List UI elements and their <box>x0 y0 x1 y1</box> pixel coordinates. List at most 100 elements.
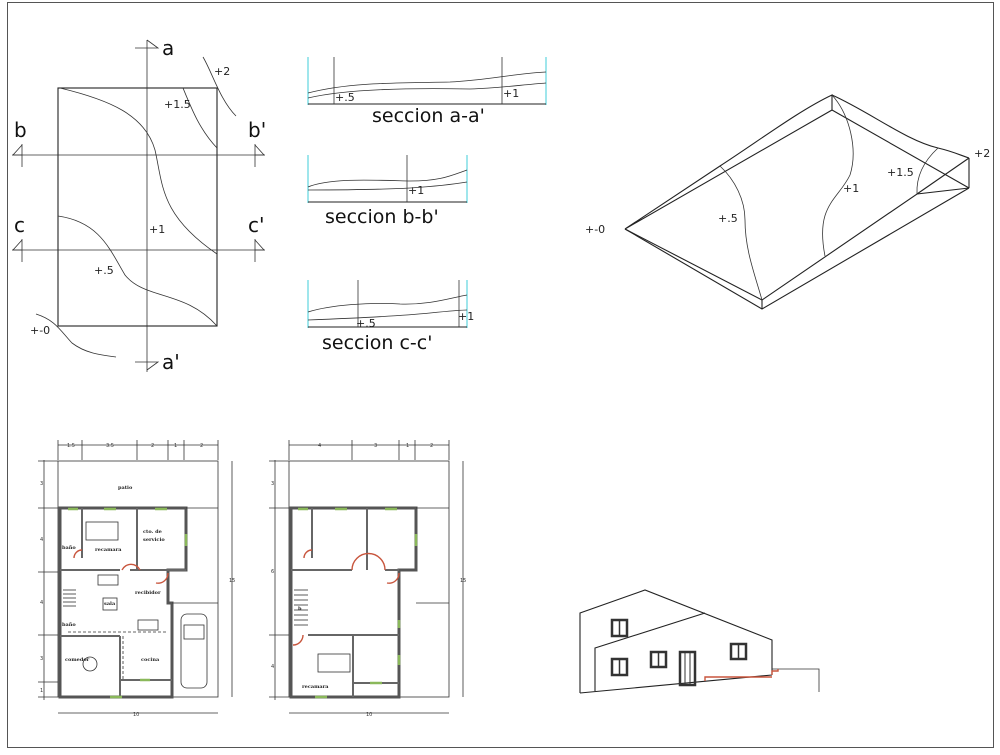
section-b-bottom-profile <box>307 181 468 191</box>
uf-dim-bottom: 10 <box>366 712 372 718</box>
gf-exterior-walls <box>58 506 188 699</box>
elevation-ground-line <box>579 674 773 694</box>
gf-dim-left-5: 1 <box>40 688 43 694</box>
uf-dim-left-ticks <box>269 460 289 698</box>
section-c: +.5 +1 seccion c-c' <box>307 280 474 354</box>
section-a-mark-1: +.5 <box>335 91 355 104</box>
gf-dim-top-ticks <box>57 440 219 460</box>
gf-dim-left-ticks <box>38 460 58 698</box>
section-c-mark-2: +1 <box>458 310 474 323</box>
gf-label-servicio-1: cto. de <box>143 529 162 535</box>
contour-plus-5 <box>57 215 218 327</box>
gf-door-1 <box>121 563 141 571</box>
gf-stairs <box>63 589 76 607</box>
elevation-door <box>678 650 697 687</box>
uf-dim-top-3: 1 <box>406 443 409 449</box>
contour-label-plus1-5: +1.5 <box>164 98 191 111</box>
gf-label-bano-2: baño <box>62 621 76 628</box>
uf-dim-right: 15 <box>460 578 466 584</box>
gf-door-3 <box>155 572 169 584</box>
uf-door-1 <box>351 552 386 571</box>
gf-label-patio: patio <box>118 485 133 491</box>
facade-elevation <box>579 589 820 694</box>
section-label-a-prime: a' <box>162 350 180 374</box>
gf-dim-top-2: 3.5 <box>106 443 114 449</box>
section-arrow-b-prime <box>254 144 265 167</box>
uf-dim-left-1: 3 <box>271 481 274 487</box>
section-label-b-prime: b' <box>248 118 266 142</box>
contour-zero <box>35 313 117 358</box>
terrain-front-edge <box>624 187 970 301</box>
contour-plus2 <box>202 56 237 117</box>
contour-plus1-5 <box>182 87 218 149</box>
section-arrow-a <box>135 39 160 49</box>
gf-label-bano: baño <box>62 544 76 551</box>
uf-stair-mark: b <box>298 606 302 612</box>
gf-label-cocina: cocina <box>141 657 160 663</box>
elevation-step <box>704 676 772 681</box>
uf-door-4 <box>292 634 304 646</box>
uf-door-3 <box>386 572 400 584</box>
lot-boundary <box>57 87 218 327</box>
ground-floor-plan: 1.5 3.5 2 1 2 3 4 4 3 1 15 10 <box>38 440 235 718</box>
iso-label-plus2: +2 <box>974 147 990 160</box>
gf-bed <box>85 521 119 541</box>
section-label-a: a <box>162 36 174 60</box>
terrain-inner-back-edge <box>831 109 970 189</box>
gf-car <box>180 613 208 689</box>
gf-label-comedor: comedor <box>65 657 90 663</box>
gf-sofa-2 <box>137 619 159 631</box>
elevation-terrain <box>772 668 820 692</box>
section-b: +1 seccion b-b' <box>307 155 468 228</box>
contour-label-plus1: +1 <box>149 223 165 236</box>
iso-contour-plus1 <box>822 94 854 257</box>
gf-dim-right: 15 <box>229 578 235 584</box>
section-label-b: b <box>14 118 27 142</box>
uf-bed <box>317 653 351 673</box>
contour-label-plus-5: +.5 <box>94 264 114 277</box>
gf-label-sala: sala <box>104 601 116 607</box>
gf-door-2 <box>73 549 83 559</box>
section-b-title: seccion b-b' <box>325 206 439 228</box>
iso-label-zero: +-0 <box>585 223 605 236</box>
section-a-mark-2: +1 <box>503 87 519 100</box>
section-c-mark-1: +.5 <box>356 317 376 330</box>
section-a-bottom-profile <box>307 82 547 99</box>
gf-dim-bottom: 10 <box>133 712 139 718</box>
contour-label-zero: +-0 <box>30 324 50 337</box>
uf-dim-top-2: 3 <box>374 443 377 449</box>
section-arrow-a-prime <box>135 361 160 371</box>
upper-floor-plan: 4 3 1 2 3 6 4 15 10 <box>269 440 466 718</box>
gf-dining-table <box>82 656 98 672</box>
uf-dim-top-ticks <box>288 440 450 460</box>
gf-dim-top-1: 1.5 <box>67 443 75 449</box>
gf-dim-top-3: 2 <box>151 443 154 449</box>
section-c-bottom-profile <box>307 309 468 321</box>
gf-dim-left-4: 3 <box>40 656 43 662</box>
isometric-terrain: +-0 +.5 +1 +1.5 +2 <box>585 94 990 310</box>
gf-dim-left-1: 3 <box>40 481 43 487</box>
uf-dim-top-1: 4 <box>318 443 321 449</box>
elevation-step-2 <box>771 669 779 675</box>
site-plan: a a' b b' c c' +2 +1.5 +1 +.5 +-0 <box>12 36 266 374</box>
section-b-mark-1: +1 <box>408 184 424 197</box>
gf-dim-top-5: 2 <box>200 443 203 449</box>
contour-plus1 <box>59 87 218 255</box>
section-arrow-c <box>12 239 23 262</box>
terrain-top-left-edge <box>624 94 833 230</box>
section-arrow-c-prime <box>254 239 265 262</box>
gf-dim-left-3: 4 <box>40 600 43 606</box>
iso-contour-plus-5 <box>719 165 763 301</box>
terrain-right-top <box>916 157 970 195</box>
section-label-c: c <box>14 213 25 237</box>
gf-label-servicio-2: servicio <box>143 537 165 543</box>
gf-dim-top-4: 1 <box>174 443 177 449</box>
section-a: +.5 +1 seccion a-a' <box>307 57 547 127</box>
section-a-title: seccion a-a' <box>372 105 485 127</box>
iso-label-plus1-5: +1.5 <box>887 166 914 179</box>
iso-label-plus-5: +.5 <box>718 212 738 225</box>
gf-dim-left-2: 4 <box>40 537 43 543</box>
uf-lot-outline <box>288 460 450 698</box>
uf-label-recamara: recamara <box>302 684 329 690</box>
